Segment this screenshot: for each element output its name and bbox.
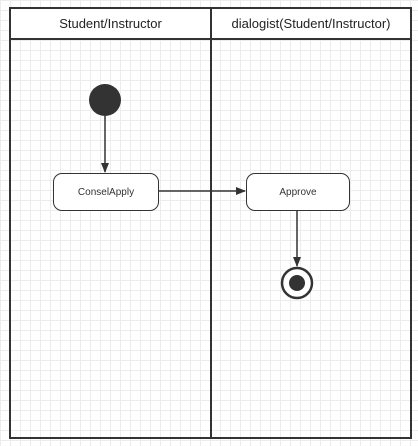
activity-approve[interactable]: Approve	[246, 173, 350, 211]
activity-conselapply[interactable]: ConselApply	[53, 173, 159, 211]
final-node[interactable]	[280, 266, 314, 300]
swimlane-header-dialogist: dialogist(Student/Instructor)	[212, 9, 410, 40]
swimlane-dialogist: dialogist(Student/Instructor)	[210, 7, 412, 439]
swimlane-header-student-instructor: Student/Instructor	[11, 9, 210, 40]
initial-node[interactable]	[89, 84, 121, 116]
